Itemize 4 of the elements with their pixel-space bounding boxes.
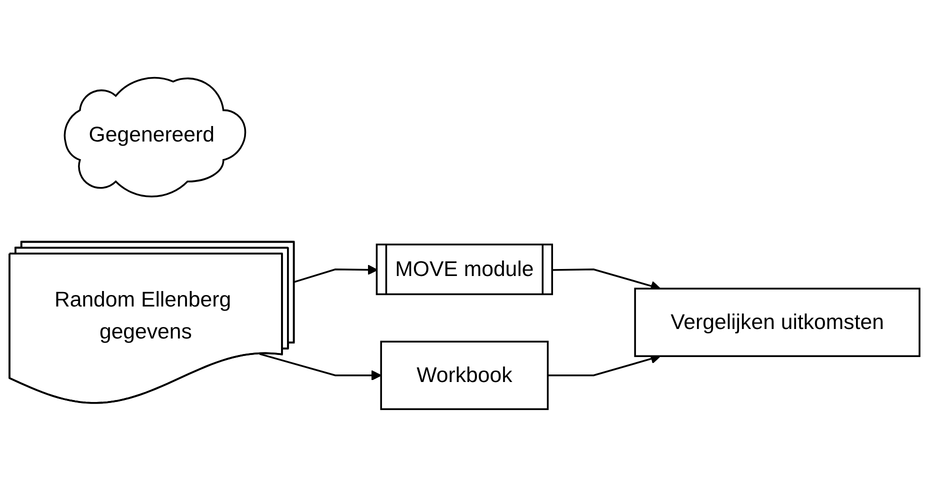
node-box: Vergelijken uitkomsten	[634, 288, 920, 358]
node-box: Workbook	[380, 340, 549, 410]
arrow	[294, 264, 378, 283]
arrow	[259, 353, 382, 381]
